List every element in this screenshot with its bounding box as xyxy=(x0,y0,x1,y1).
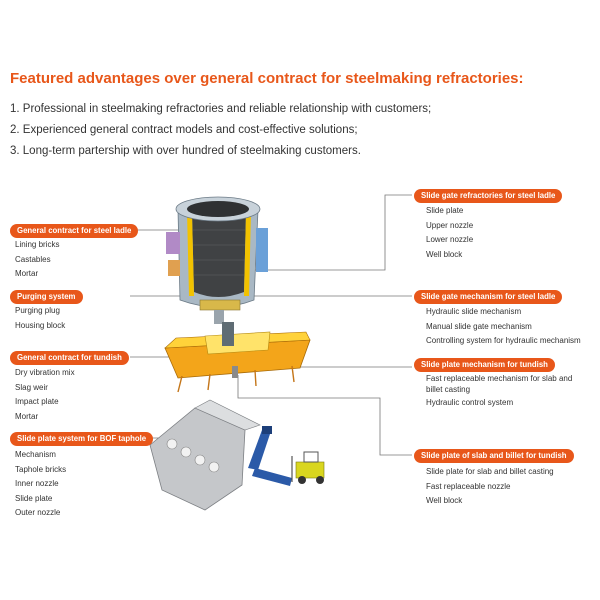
list-item: Lower nozzle xyxy=(426,235,474,244)
list-item: Well block xyxy=(426,249,463,259)
label-slide-gate-mechanism: Slide gate mechanism for steel ladle xyxy=(414,290,563,304)
list-item: Slide plate for slab and billet casting xyxy=(426,467,554,476)
list-slide-gate-refractories: Slide plate Upper nozzle Lower nozzle We… xyxy=(426,204,473,262)
label-ladle-contract: General contract for steel ladle xyxy=(10,224,139,238)
list-item: Purging plug xyxy=(15,306,60,315)
list-slide-gate-mechanism: Hydraulic slide mechanism Manual slide g… xyxy=(426,305,581,349)
list-item: Controlling system for hydraulic mechani… xyxy=(426,336,581,345)
page-heading: Featured advantages over general contrac… xyxy=(10,70,524,87)
list-tundish-contract: Dry vibration mix Slag weir Impact plate… xyxy=(15,366,75,424)
label-slide-gate-refractories: Slide gate refractories for steel ladle xyxy=(414,189,563,203)
list-item: Mechanism xyxy=(15,450,56,459)
label-tundish-contract: General contract for tundish xyxy=(10,351,129,365)
list-item: Mortar xyxy=(15,269,39,278)
list-purging-system: Purging plug Housing block xyxy=(15,304,65,333)
list-item: Upper nozzle xyxy=(426,220,474,230)
label-purging-system: Purging system xyxy=(10,290,83,304)
list-item: Housing block xyxy=(15,320,66,330)
list-slide-plate-mechanism: Fast replaceable mechanism for slab and … xyxy=(426,373,586,408)
list-item: Castables xyxy=(15,254,51,264)
list-bof-taphole: Mechanism Taphole bricks Inner nozzle Sl… xyxy=(15,448,66,521)
list-item: Slag weir xyxy=(15,382,48,392)
list-item: Taphole bricks xyxy=(15,464,67,474)
list-slab-billet-plate: Slide plate for slab and billet casting … xyxy=(426,465,554,509)
advantage-1: 1. Professional in steelmaking refractor… xyxy=(10,103,432,115)
advantage-2: 2. Experienced general contract models a… xyxy=(10,124,358,136)
list-item: Inner nozzle xyxy=(15,479,59,488)
bof-converter-drawing xyxy=(149,399,325,511)
list-ladle-contract: Lining bricks Castables Mortar xyxy=(15,238,59,282)
steel-ladle-drawing xyxy=(166,196,268,324)
list-item: Well block xyxy=(426,496,463,505)
list-item: Outer nozzle xyxy=(15,508,61,517)
list-item: Impact plate xyxy=(15,397,59,406)
label-slab-billet-plate: Slide plate of slab and billet for tundi… xyxy=(414,449,574,463)
list-item: Fast replaceable nozzle xyxy=(426,481,511,491)
advantage-3: 3. Long-term partership with over hundre… xyxy=(10,145,361,157)
label-bof-taphole: Slide plate system for BOF taphole xyxy=(10,432,154,446)
list-item: Mortar xyxy=(15,411,39,421)
list-item: Dry vibration mix xyxy=(15,368,75,377)
list-item: Fast replaceable mechanism for slab and … xyxy=(426,374,573,394)
list-item: Slide plate xyxy=(15,493,53,503)
list-item: Lining bricks xyxy=(15,240,60,249)
list-item: Slide plate xyxy=(426,206,464,215)
list-item: Manual slide gate mechanism xyxy=(426,321,532,331)
label-slide-plate-mechanism: Slide plate mechanism for tundish xyxy=(414,358,555,372)
tundish-drawing xyxy=(164,322,311,393)
list-item: Hydraulic control system xyxy=(426,398,514,407)
list-item: Hydraulic slide mechanism xyxy=(426,307,522,316)
